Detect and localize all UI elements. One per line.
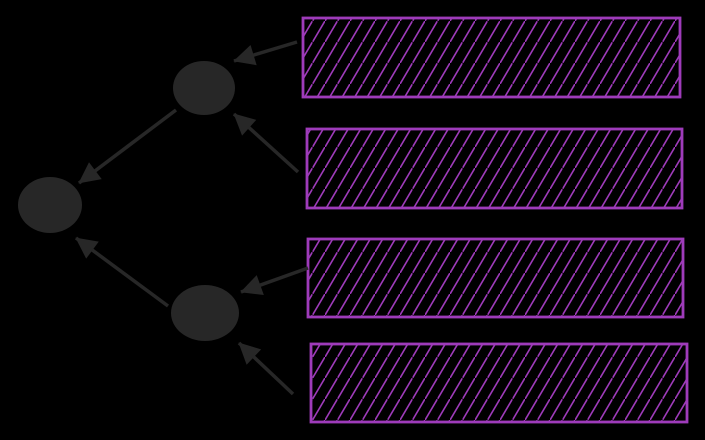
arrow-merge-top-to-root	[77, 108, 178, 185]
root-node	[18, 177, 82, 233]
arrow-box3-to-merge-bottom	[240, 266, 309, 296]
arrow-box1-to-merge-top	[233, 40, 298, 66]
hatched-box-1	[301, 16, 682, 99]
hatched-box-2	[305, 127, 684, 210]
merge-node-bottom	[171, 285, 239, 341]
hatched-box-4	[309, 342, 689, 424]
merge-node-top	[173, 61, 235, 115]
arrow-box4-to-merge-bottom	[237, 341, 295, 396]
hatched-box-3	[306, 237, 685, 319]
arrow-merge-bottom-to-root	[74, 236, 170, 308]
arrow-box2-to-merge-top	[232, 112, 300, 174]
